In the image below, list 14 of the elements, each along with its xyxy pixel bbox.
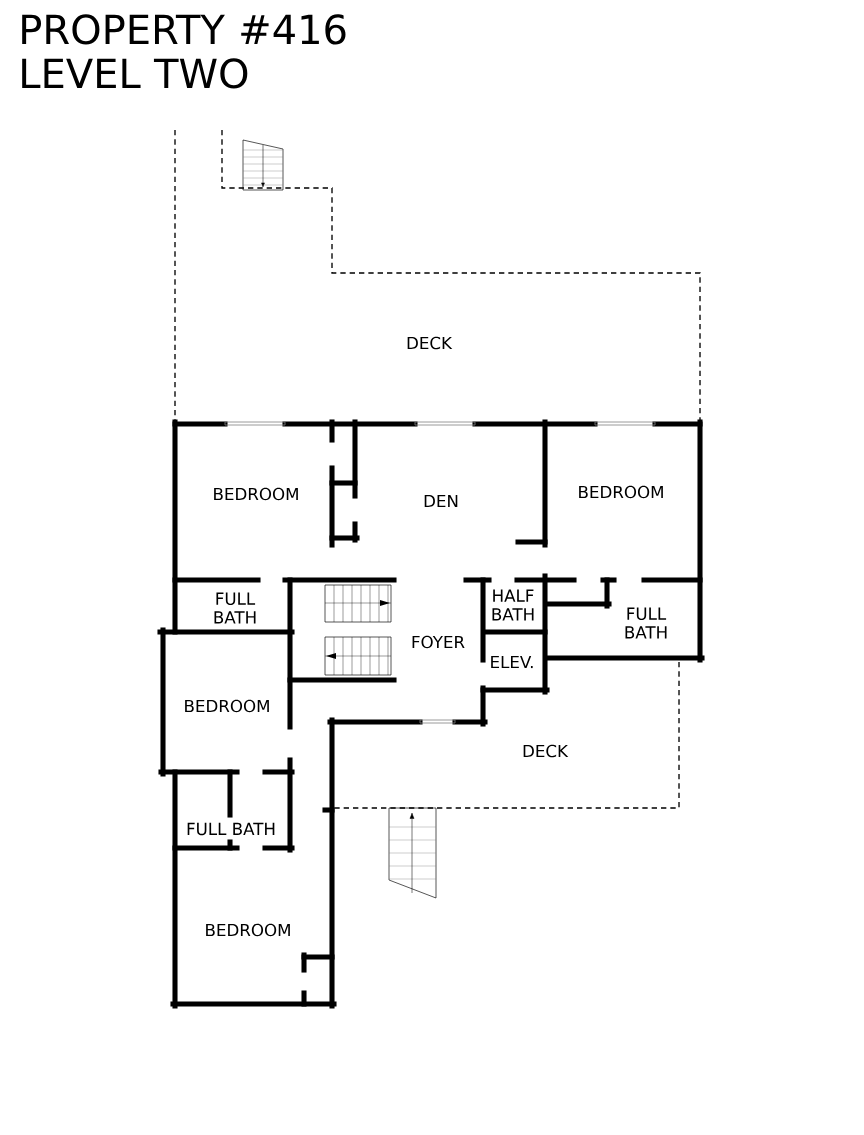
room-label: BEDROOM [214,487,298,501]
room-label: ELEV. [491,655,533,669]
room-label: FULL BATH [625,607,667,639]
room-label: FOYER [412,635,465,649]
room-label: HALF BATH [492,589,534,621]
room-label: BEDROOM [206,923,290,937]
room-label: DECK [407,336,453,350]
room-label: DEN [424,494,458,508]
room-label: BEDROOM [185,699,269,713]
room-label: FULL BATH [214,592,256,624]
room-label: BEDROOM [579,485,663,499]
room-label: DECK [523,744,569,758]
title: PROPERTY #416 LEVEL TWO [22,14,346,89]
room-label: FULL BATH [187,822,275,836]
